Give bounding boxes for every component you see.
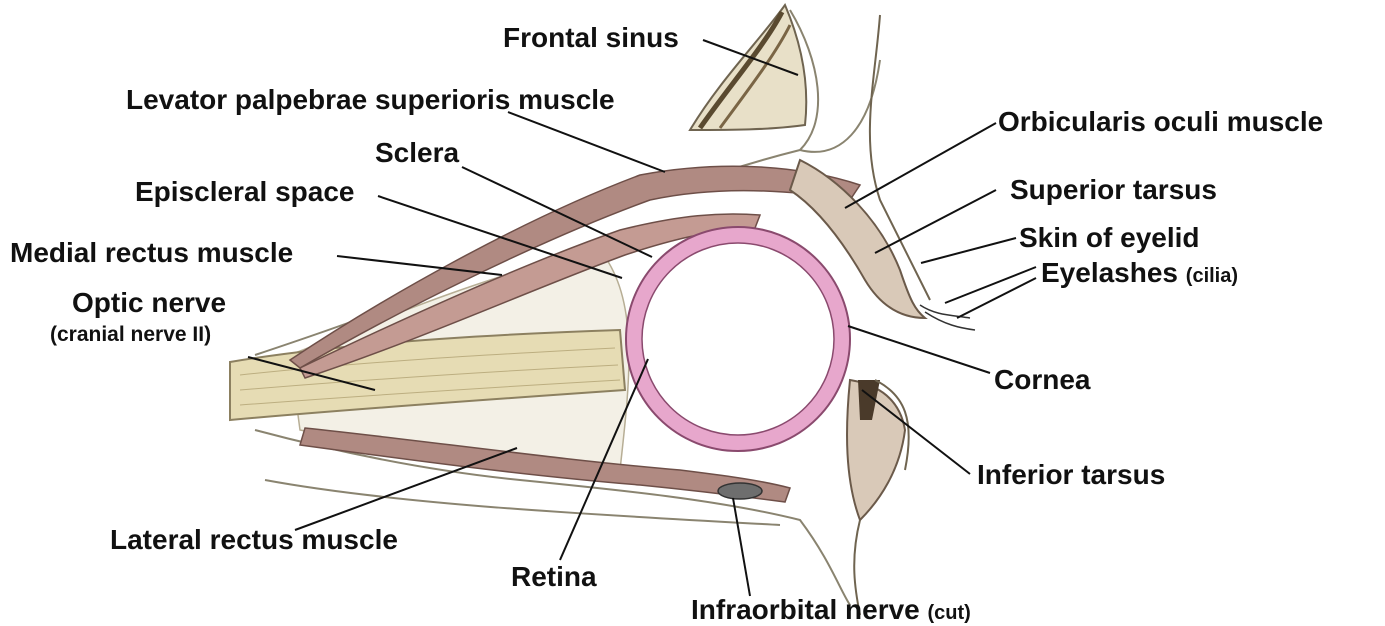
label-inferior-tarsus: Inferior tarsus (977, 461, 1165, 489)
label-episcleral-space: Episcleral space (135, 178, 354, 206)
frontal-sinus (690, 5, 806, 130)
label-orbicularis: Orbicularis oculi muscle (998, 108, 1323, 136)
label-cornea: Cornea (994, 366, 1090, 394)
label-retina: Retina (511, 563, 597, 591)
eyeball (626, 227, 850, 451)
label-sclera: Sclera (375, 139, 459, 167)
label-superior-tarsus: Superior tarsus (1010, 176, 1217, 204)
label-medial-rectus: Medial rectus muscle (10, 239, 293, 267)
label-lateral-rectus: Lateral rectus muscle (110, 526, 398, 554)
infraorbital-nerve-shape (718, 483, 762, 499)
label-frontal-sinus: Frontal sinus (503, 24, 679, 52)
label-levator: Levator palpebrae superioris muscle (126, 86, 615, 114)
label-skin-of-eyelid: Skin of eyelid (1019, 224, 1200, 252)
label-optic-nerve-sub: (cranial nerve II) (50, 324, 211, 345)
label-infraorbital-nerve: Infraorbital nerve (cut) (691, 596, 971, 624)
label-eyelashes: Eyelashes (cilia) (1041, 259, 1238, 287)
eyelashes-shape (920, 305, 975, 330)
label-optic-nerve: Optic nerve (72, 289, 226, 317)
